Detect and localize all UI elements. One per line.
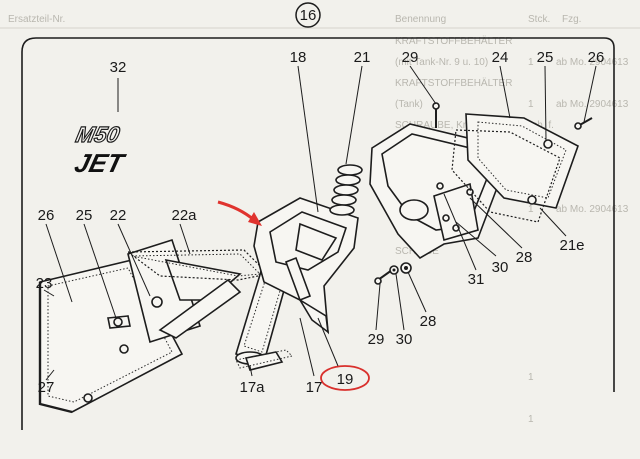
label-24: 24 xyxy=(492,49,509,66)
label-28-lower: 28 xyxy=(420,313,437,330)
label-25-left: 25 xyxy=(76,207,93,224)
background-table-cell: (mit Tank-Nr. 9 u. 10) xyxy=(395,57,488,68)
washer-28-lower xyxy=(400,262,412,274)
page-number-badge: 16 xyxy=(295,2,321,28)
background-table-cell: ab Mo. 2904613 xyxy=(556,99,629,110)
table-header-part-number: Ersatzteil-Nr. xyxy=(8,14,65,25)
label-22a: 22a xyxy=(171,207,197,224)
diagram-frame xyxy=(21,37,615,392)
label-29-lower: 29 xyxy=(368,331,385,348)
background-table-cell: ab Mo. 2904613 xyxy=(556,57,629,68)
washer-30-lower xyxy=(389,265,399,275)
table-header-vehicle: Fzg. xyxy=(562,14,581,25)
label-21e: 21e xyxy=(559,237,584,254)
background-table-cell: 1 xyxy=(528,414,534,425)
filter-gasket-22a xyxy=(126,249,270,281)
background-table-cell: 1 xyxy=(528,372,534,383)
label-27: 27 xyxy=(38,379,55,396)
air-box-19 xyxy=(253,197,359,335)
screw-29-top xyxy=(432,102,440,128)
filter-flange-17a xyxy=(244,351,284,371)
cover-plate-body xyxy=(465,113,579,209)
label-22: 22 xyxy=(110,207,127,224)
callout-labels: 18 21 29 24 25 26 26 25 22 22a 23 27 17a… xyxy=(36,49,605,396)
cover-plate-24 xyxy=(465,113,579,209)
screw-26-right xyxy=(574,117,593,130)
logo-model: M50 xyxy=(74,122,123,147)
m50-jet-logo: 32 M50 JET xyxy=(72,59,129,178)
wing-screw-25 xyxy=(107,315,131,329)
background-table-cell: 1 xyxy=(528,57,534,68)
background-table-cell: (Tank) xyxy=(395,99,423,110)
page-number: 16 xyxy=(300,7,317,24)
label-19: 19 xyxy=(337,371,354,388)
label-17: 17 xyxy=(306,379,323,396)
label-23: 23 xyxy=(36,275,53,292)
label-21: 21 xyxy=(354,49,371,66)
label-25-top: 25 xyxy=(537,49,554,66)
logo-name: JET xyxy=(72,148,129,178)
label-18: 18 xyxy=(290,49,307,66)
table-header-quantity: Stck. xyxy=(528,14,550,25)
spring-18 xyxy=(329,164,363,216)
label-17a: 17a xyxy=(239,379,265,396)
background-table-cell: 1 xyxy=(528,99,534,110)
red-oval-highlight xyxy=(320,365,370,391)
label-29-top: 29 xyxy=(402,49,419,66)
label-32: 32 xyxy=(110,59,127,76)
label-28-right: 28 xyxy=(516,249,533,266)
label-30-right: 30 xyxy=(492,259,509,276)
background-table-cell: ab Mo. 2904613 xyxy=(556,204,629,215)
table-header-description: Benennung xyxy=(395,14,446,25)
label-31: 31 xyxy=(468,271,485,288)
label-26-left: 26 xyxy=(38,207,55,224)
background-table-cell: KRAFTSTOFFBEHÄLTER xyxy=(395,35,512,47)
screw-29-lower xyxy=(374,269,393,285)
label-26-top: 26 xyxy=(588,49,605,66)
red-pointer-arrow xyxy=(217,200,262,226)
background-table-cell: 1 xyxy=(528,204,534,215)
annotation-19: 19 xyxy=(320,365,370,391)
label-30-lower: 30 xyxy=(396,331,413,348)
background-table-cell: KRAFTSTOFFBEHÄLTER xyxy=(395,77,512,89)
leader-lines xyxy=(43,65,597,381)
